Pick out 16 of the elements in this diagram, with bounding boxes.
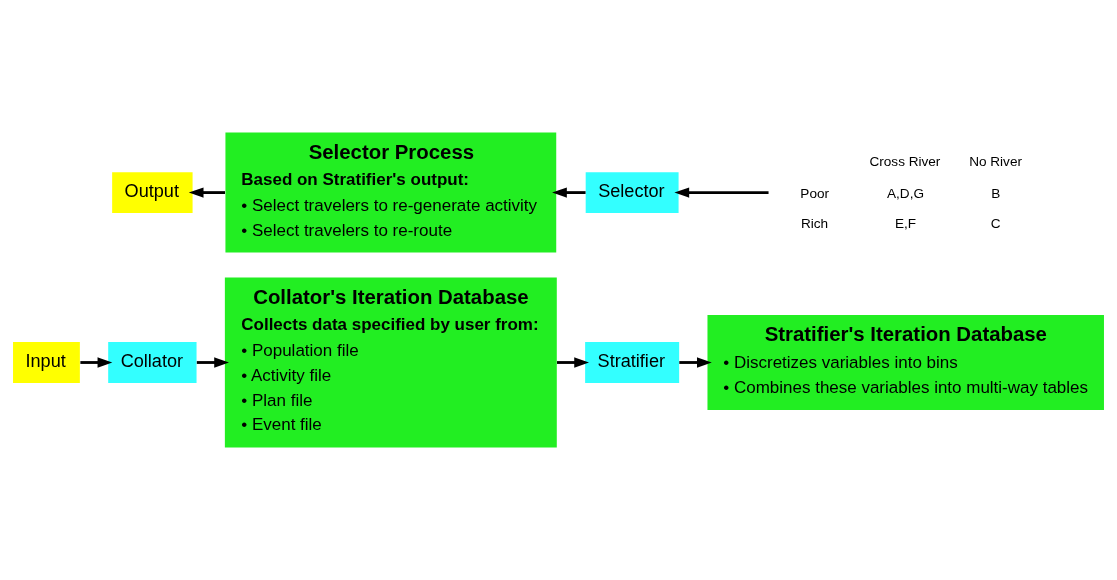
node-box: Collator's Iteration Database Collects data specified by user from: • Population file • Activity file • Plan file • Event file (224, 277, 557, 448)
node-text: Cross River No River Poor A,D,G B Rich E,F C (800, 154, 1022, 232)
node-box: Input (13, 342, 80, 383)
node-box: Stratifier (585, 342, 680, 383)
node-box: Collator (108, 342, 197, 383)
arrow (557, 357, 589, 368)
arrow (674, 187, 769, 198)
arrow (188, 187, 226, 198)
arrow (679, 357, 712, 368)
arrow (80, 357, 113, 368)
node-box: Stratifier's Iteration Database • Discretizes variables into bins • Combines these variables into multi-way tables (707, 314, 1104, 411)
arrow (552, 187, 586, 198)
node-box: Output (112, 172, 193, 213)
node-box: Selector (585, 172, 679, 213)
arrow (196, 357, 229, 368)
node-box: Selector Process Based on Stratifier's output: • Select travelers to re-generate activity • Select travelers to re-route (225, 132, 557, 253)
